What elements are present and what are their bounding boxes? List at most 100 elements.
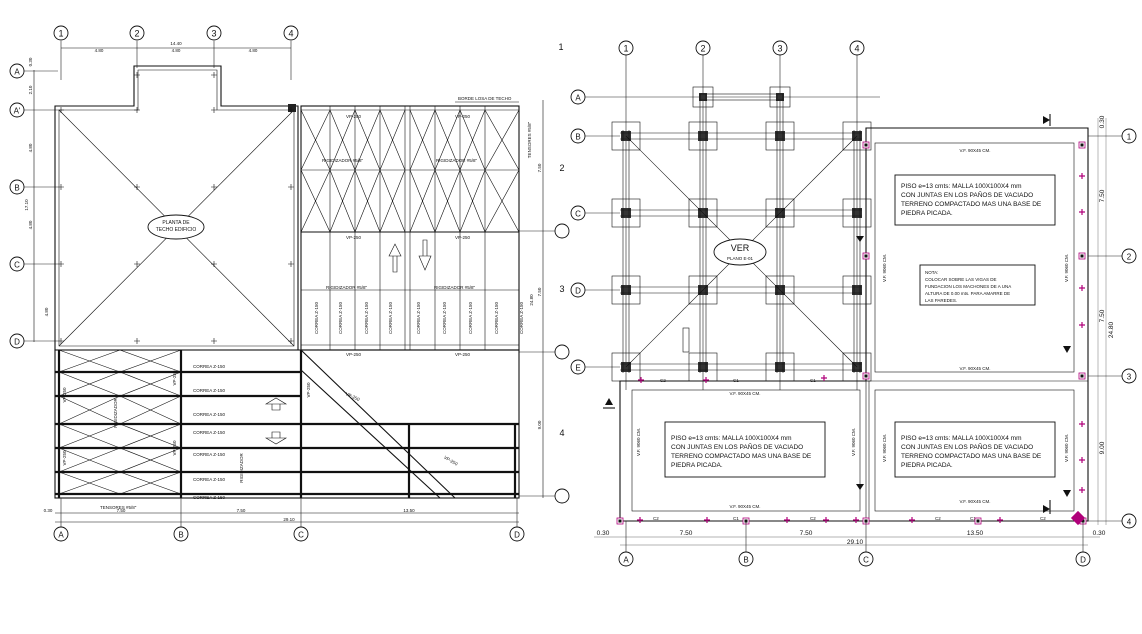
grid-label-2: 2 [134,29,139,39]
footing [765,198,795,228]
vp-label-3: VP-250 [346,235,362,240]
plus-mark [288,261,294,267]
grid-label-1: 1 [58,29,63,39]
reference-mark [1079,421,1085,427]
grid-bubble-bottom-A [53,526,69,542]
r-bottom-bubble-D [1075,551,1091,567]
r-grid-label-A: A [575,94,581,103]
ver-plano-label: VER PLANO E-01 [713,238,767,266]
roof-label-line-2: TECHO EDIFICIO [156,227,197,233]
ver-label: VER [731,243,750,253]
bottom-dim-1: 7.50 [117,508,126,513]
r-bottom-label-A: A [623,556,629,565]
piso-note-top-l3: TERRENO COMPACTADO MAS UNA BASE DE [901,201,1042,208]
grid-label-A: A [14,68,20,77]
grid-bubble-3 [206,25,222,41]
reference-mark [821,375,827,381]
col-tag-5: C1 [733,516,739,521]
column-square-core [864,374,868,378]
correa-horizontal-label: CORREA Z-150 [193,364,226,369]
bottom-brace [119,395,182,425]
grid-label-C: C [14,261,20,270]
plus-mark [288,107,294,113]
r-grid-label-1: 1 [623,44,628,54]
arrow-down [418,239,432,271]
correa-vertical-label: CORREA Z-150 [494,302,499,335]
truss-brace [354,109,381,171]
r-right-label-1: 1 [1127,133,1132,142]
r-right-dim-3: 9.00 [1099,441,1106,454]
bottom-dim-total: 29.10 [283,517,295,522]
r-grid-label-2: 2 [700,44,705,54]
r-bottom-label-D: D [1080,556,1086,565]
r-bottom-label-C: C [863,556,869,565]
corner-row-label: 1 [558,42,563,52]
column-core [699,93,707,101]
plus-mark [134,261,140,267]
piso-note-bl-l3: TERRENO COMPACTADO MAS UNA BASE DE [671,453,812,460]
bottom-brace [119,371,182,397]
plus-mark [211,107,217,113]
piso-note-bottom-left: PISO e=13 cmts: MALLA 100X100X4 mm CON J… [664,421,826,478]
grid-label-3: 3 [211,29,216,39]
rigidizador-label-3: RIGIDIZADOR #5/8" [326,285,368,290]
reference-mark [704,517,710,523]
r-bottom-dim-right: 0.30 [1093,530,1106,537]
piso-note-top: PISO e=13 cmts: MALLA 100X100X4 mm CON J… [894,174,1056,226]
right-left-grid-bubbles: A B C D E [570,89,880,375]
nota-l1: NOTA: [925,270,938,275]
r-grid-label-4: 4 [854,44,859,54]
bottom-brace [119,423,182,449]
section-marker-6 [856,484,864,490]
correa-vertical-label: CORREA Z-150 [416,302,421,335]
column-tags: C2 C1 C1 C2 C1 C2 C2 C1 C2 [653,378,1046,521]
grid-label-A-prime: A' [14,107,21,116]
piso-note-br-l2: CON JUNTAS EN LOS PAÑOS DE VACIADO [901,442,1033,451]
footing [765,275,795,305]
plus-mark [211,261,217,267]
truss-brace [379,169,406,233]
vp-label-2: VP-250 [455,114,471,119]
truss-verticals [329,106,486,350]
left-dim-total: 17.10 [24,199,29,211]
roof-label-line-1: PLANTA DE [162,220,190,226]
right-foundation-plan: 1 1 2 3 4 A B C D [558,40,1137,567]
grid-label-B: B [14,184,19,193]
right-row-label-3: 3 [559,284,564,294]
truss-brace [329,169,356,233]
reference-mark [703,377,709,383]
r-bottom-bubble-C [858,551,874,567]
vp-label-b3: VP-250 [172,370,177,386]
vp-label-4: VP-250 [455,235,471,240]
truss-brace [409,169,436,233]
section-marker-7 [1063,490,1071,497]
grid-bubble-bottom-D [509,526,525,542]
piso-note-br-l1: PISO e=13 cmts: MALLA 100X100X4 mm [901,435,1022,442]
footing [611,275,641,305]
plano-label: PLANO E-01 [727,256,754,261]
plus-mark [58,107,64,113]
r-right-bubble-4 [1121,513,1137,529]
bottom-brace [58,471,121,495]
correa-horizontal-label: CORREA Z-150 [193,477,226,482]
bottom-dim-3: 13.50 [403,508,415,513]
truss-brace [484,109,520,171]
right-plan-right-bubbles: 1 2 3 4 0.30 7.50 7.50 24.80 9.00 [1088,115,1137,529]
r-bottom-dim-1: 7.50 [680,530,693,537]
vf-label-4: V.F. 90X45 CM. [729,504,760,509]
truss-brace [409,109,436,171]
plus-mark [211,338,217,344]
plus-mark [288,184,294,190]
plus-mark [134,184,140,190]
reference-mark [1079,173,1085,179]
vf-label-1: V.F. 90X45 CM. [959,148,990,153]
reference-mark [853,517,859,523]
plus-mark [211,72,217,78]
correa-vertical-label: CORREA Z-150 [442,302,447,335]
column-square-core [864,254,868,258]
left-roof-plan: 1 2 3 4 14.40 4.80 4.80 4.80 A A' B C [9,25,570,542]
vf-label-2: V.F. 90X45 CM. [959,366,990,371]
bottom-brace [119,471,182,495]
vf-label-3: V.F. 90X45 CM. [729,391,760,396]
